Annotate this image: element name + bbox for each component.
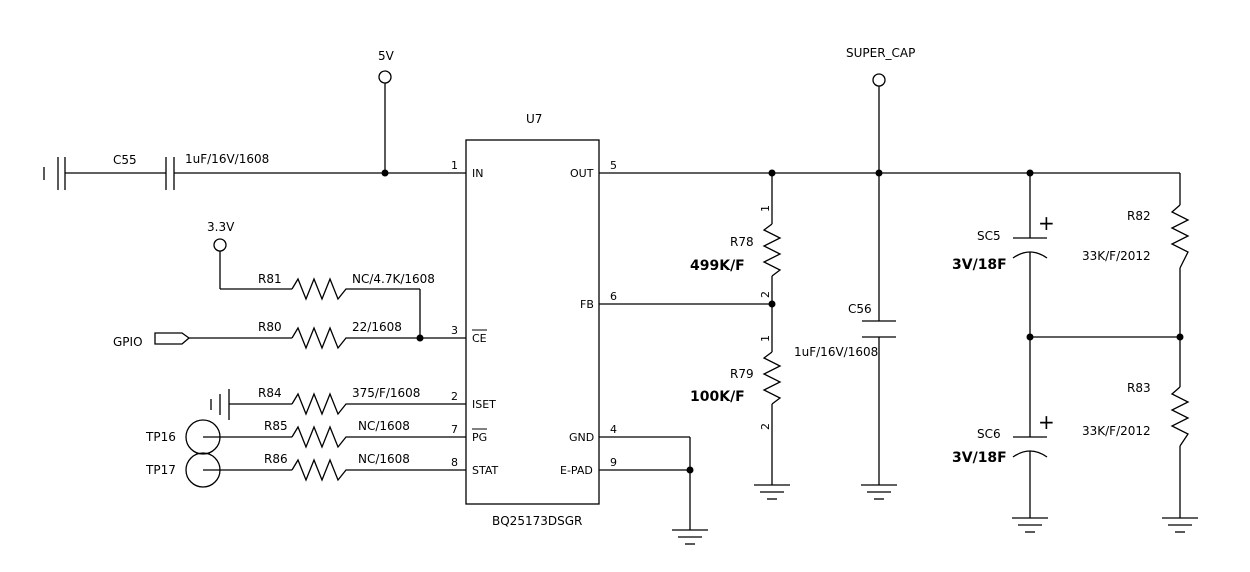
r78-ref: R78 xyxy=(730,235,754,249)
r80-ref: R80 xyxy=(258,320,282,334)
ic-part: BQ25173DSGR xyxy=(492,514,582,528)
feedback-divider: 1 2 R78 499K/F 1 2 R79 100K/F xyxy=(630,173,790,500)
r83-value: 33K/F/2012 xyxy=(1082,424,1151,438)
pin-name-iset: ISET xyxy=(472,398,496,411)
pin-num-in: 1 xyxy=(451,159,458,172)
supercap-label: SUPER_CAP xyxy=(846,46,915,60)
r79-value: 100K/F xyxy=(690,389,745,405)
r86-stat: TP17 R86 NC/1608 xyxy=(145,452,420,488)
pin-num-out: 5 xyxy=(610,159,617,172)
ic-u7: U7 BQ25173DSGR 1 IN 3 CE 2 ISET 7 PG 8 S… xyxy=(420,112,630,528)
c55-value: 1uF/16V/1608 xyxy=(185,152,269,166)
sc5-plus: + xyxy=(1038,211,1055,235)
r78-value: 499K/F xyxy=(690,258,745,274)
r86-value: NC/1608 xyxy=(358,452,410,466)
r82-value: 33K/F/2012 xyxy=(1082,249,1151,263)
pin-name-stat: STAT xyxy=(472,464,499,477)
supercap-stack: + SC5 3V/18F + SC6 3V/18F xyxy=(952,173,1184,533)
c56-ref: C56 xyxy=(848,302,872,316)
pin-name-gnd: GND xyxy=(569,431,594,444)
r78-pin-top: 1 xyxy=(759,205,772,212)
supercap-rail: SUPER_CAP C56 1uF/16V/1608 xyxy=(794,46,915,500)
r84-value: 375/F/1608 xyxy=(352,386,420,400)
pin-name-pg: PG xyxy=(472,431,487,444)
r78-pin-bottom: 2 xyxy=(759,291,772,298)
r85-ref: R85 xyxy=(264,419,288,433)
pin-num-ce: 3 xyxy=(451,324,458,337)
rail-5v: 5V xyxy=(378,49,395,177)
r80-value: 22/1608 xyxy=(352,320,402,334)
sc5-value: 3V/18F xyxy=(952,257,1007,273)
r81-ref: R81 xyxy=(258,272,282,286)
tp17-label: TP17 xyxy=(145,463,176,477)
pin-name-in: IN xyxy=(472,167,483,180)
r81-pullup: 3.3V R81 NC/4.7K/1608 xyxy=(207,220,435,342)
pin-num-gnd: 4 xyxy=(610,423,617,436)
r80-ce: GPIO R80 22/1608 xyxy=(113,320,420,350)
r82-ref: R82 xyxy=(1127,209,1151,223)
c56-value: 1uF/16V/1608 xyxy=(794,345,878,359)
pin-num-fb: 6 xyxy=(610,290,617,303)
gpio-label: GPIO xyxy=(113,335,143,349)
pin-name-out: OUT xyxy=(570,167,594,180)
sc6-plus: + xyxy=(1038,410,1055,434)
sc6-value: 3V/18F xyxy=(952,450,1007,466)
pin-name-ce: CE xyxy=(472,332,487,345)
tp16-label: TP16 xyxy=(145,430,176,444)
pin-num-iset: 2 xyxy=(451,390,458,403)
r84-ref: R84 xyxy=(258,386,282,400)
sc6-ref: SC6 xyxy=(977,427,1001,441)
ic-ref: U7 xyxy=(526,112,542,126)
r79-ref: R79 xyxy=(730,367,754,381)
pin-name-epad: E-PAD xyxy=(560,464,593,477)
r85-value: NC/1608 xyxy=(358,419,410,433)
rail-5v-label: 5V xyxy=(378,49,395,63)
r84-iset: R84 375/F/1608 xyxy=(210,386,420,420)
pin-num-stat: 8 xyxy=(451,456,458,469)
out-rail xyxy=(630,169,1181,205)
r79-pin-top: 1 xyxy=(759,335,772,342)
ic-body xyxy=(465,139,600,505)
r83-ref: R83 xyxy=(1127,381,1151,395)
pin-num-epad: 9 xyxy=(610,456,617,469)
r86-ref: R86 xyxy=(264,452,288,466)
c55-ref: C55 xyxy=(113,153,137,167)
ic-ground xyxy=(630,436,708,545)
pin-num-pg: 7 xyxy=(451,423,458,436)
gpio-port xyxy=(154,332,191,345)
sc5-ref: SC5 xyxy=(977,229,1001,243)
rail-33v-label: 3.3V xyxy=(207,220,235,234)
r79-pin-bottom: 2 xyxy=(759,423,772,430)
pin-name-fb: FB xyxy=(580,298,594,311)
balance-resistors: R82 33K/F/2012 R83 33K/F/2012 xyxy=(1082,204,1198,533)
c55-capacitor: C55 1uF/16V/1608 xyxy=(43,152,434,190)
r85-pg: TP16 R85 NC/1608 xyxy=(145,419,420,455)
r81-value: NC/4.7K/1608 xyxy=(352,272,435,286)
